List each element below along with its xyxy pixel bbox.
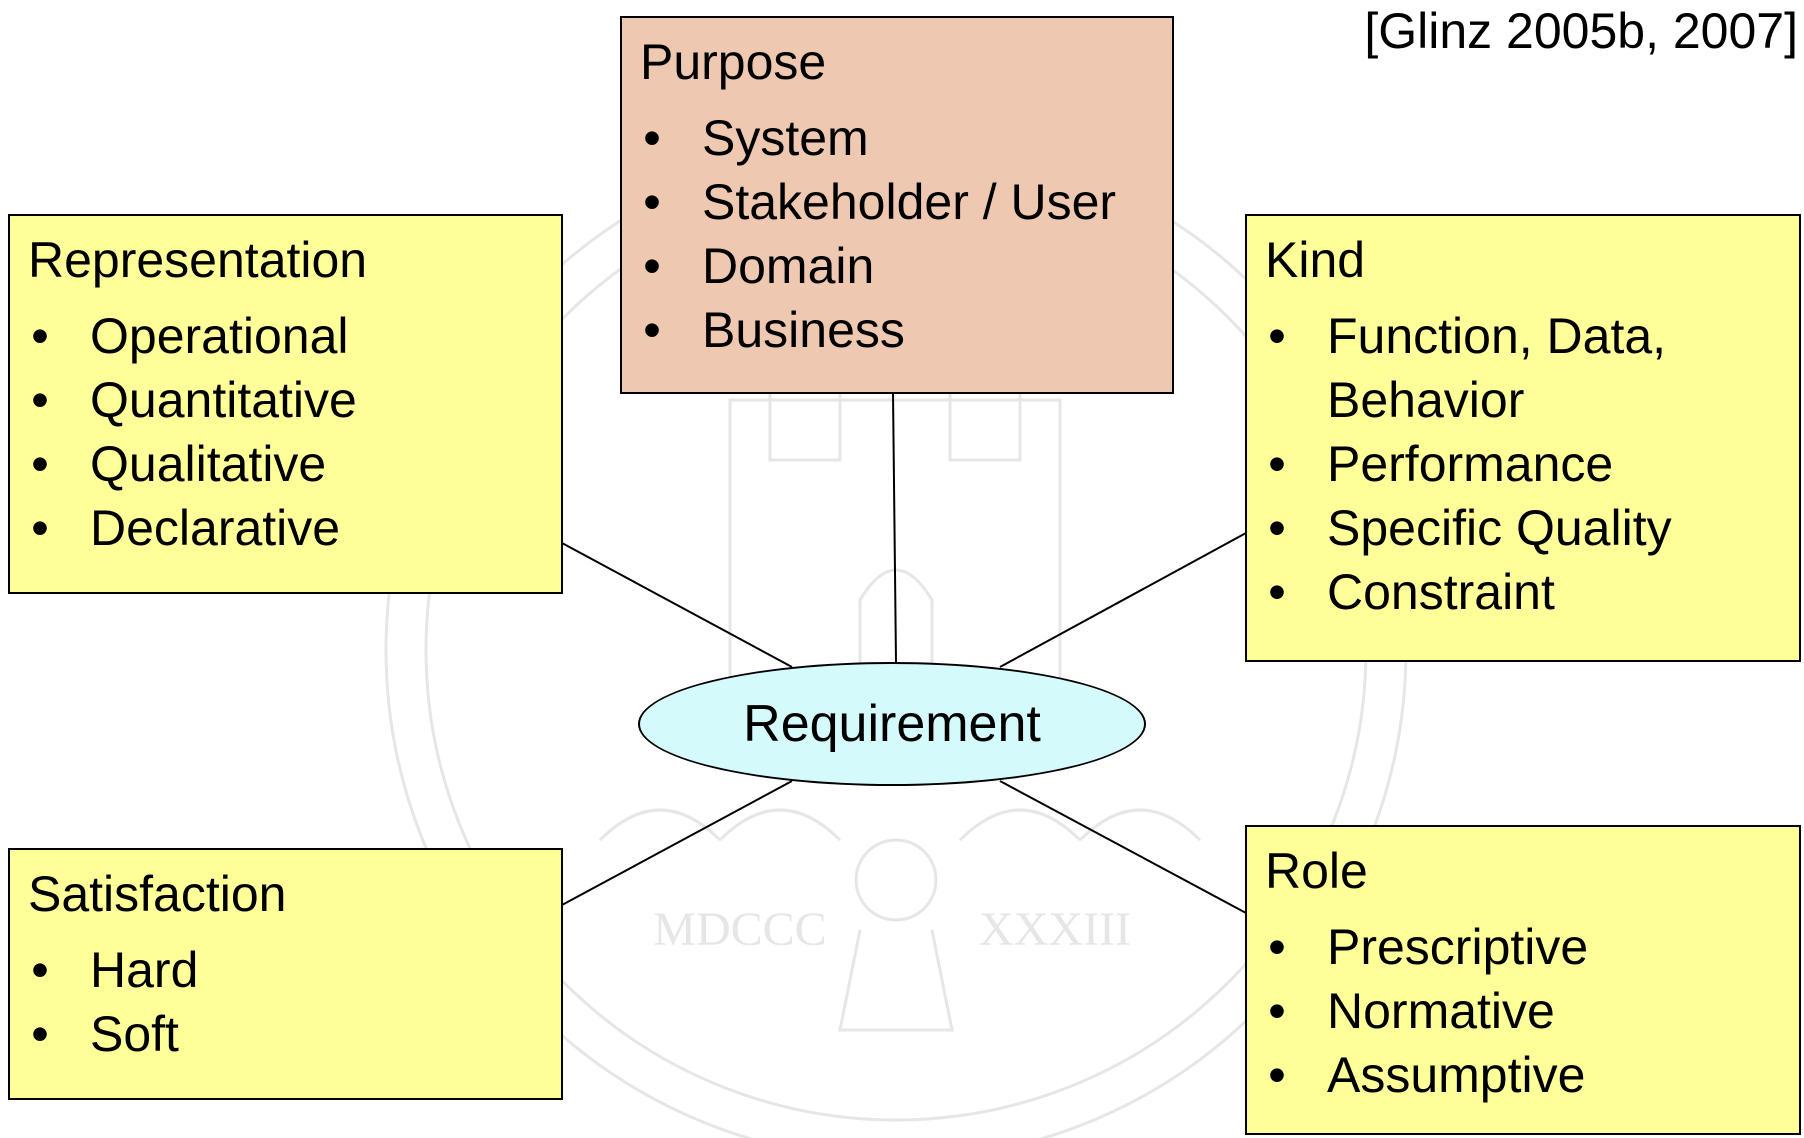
connector-kind [999,532,1247,668]
representation-title: Representation [28,232,368,288]
bullet-icon: • [1268,1047,1286,1103]
bullet-icon: • [643,110,661,166]
role-item: •Prescriptive [1265,915,1781,979]
requirement-ellipse: Requirement [638,662,1146,786]
satisfaction-title: Satisfaction [28,866,287,922]
representation-item: •Qualitative [28,432,543,496]
purpose-list: •System •Stakeholder / User •Domain •Bus… [640,106,1154,362]
kind-item: •Performance [1265,432,1781,496]
satisfaction-box: Satisfaction •Hard •Soft [8,848,563,1100]
bullet-icon: • [31,308,49,364]
representation-item: •Operational [28,304,543,368]
bullet-icon: • [1268,564,1286,620]
satisfaction-list: •Hard •Soft [28,938,543,1066]
bullet-icon: • [31,942,49,998]
kind-item: •Specific Quality [1265,496,1781,560]
representation-box: Representation •Operational •Quantitativ… [8,214,563,594]
bullet-icon: • [1268,500,1286,556]
role-box: Role •Prescriptive •Normative •Assumptiv… [1245,825,1801,1135]
bullet-icon: • [643,302,661,358]
purpose-item: •Stakeholder / User [640,170,1154,234]
connector-satisfaction [561,780,793,906]
bullet-icon: • [31,372,49,428]
bullet-icon: • [1268,436,1286,492]
bullet-icon: • [31,1006,49,1062]
purpose-title: Purpose [640,34,827,90]
satisfaction-item: •Hard [28,938,543,1002]
purpose-item: •Business [640,298,1154,362]
connector-role [999,780,1247,914]
bullet-icon: • [31,436,49,492]
representation-item: •Quantitative [28,368,543,432]
role-item: •Normative [1265,979,1781,1043]
kind-list: •Function, Data, Behavior •Performance •… [1265,304,1781,624]
role-title: Role [1265,843,1368,899]
satisfaction-item: •Soft [28,1002,543,1066]
kind-item: •Function, Data, [1265,304,1781,368]
role-list: •Prescriptive •Normative •Assumptive [1265,915,1781,1107]
kind-box: Kind •Function, Data, Behavior •Performa… [1245,214,1801,662]
purpose-item: •Domain [640,234,1154,298]
bullet-icon: • [643,238,661,294]
kind-item: •Constraint [1265,560,1781,624]
bullet-icon: • [31,500,49,556]
bullet-icon: • [643,174,661,230]
kind-item-continuation: Behavior [1327,372,1525,428]
purpose-item: •System [640,106,1154,170]
connector-purpose [892,392,897,663]
bullet-icon: • [1268,308,1286,364]
bullet-icon: • [1268,983,1286,1039]
representation-list: •Operational •Quantitative •Qualitative … [28,304,543,560]
citation: [Glinz 2005b, 2007] [1364,3,1798,59]
representation-item: •Declarative [28,496,543,560]
purpose-box: Purpose •System •Stakeholder / User •Dom… [620,16,1174,394]
kind-title: Kind [1265,232,1366,288]
bullet-icon: • [1268,919,1286,975]
role-item: •Assumptive [1265,1043,1781,1107]
connector-representation [561,542,793,668]
